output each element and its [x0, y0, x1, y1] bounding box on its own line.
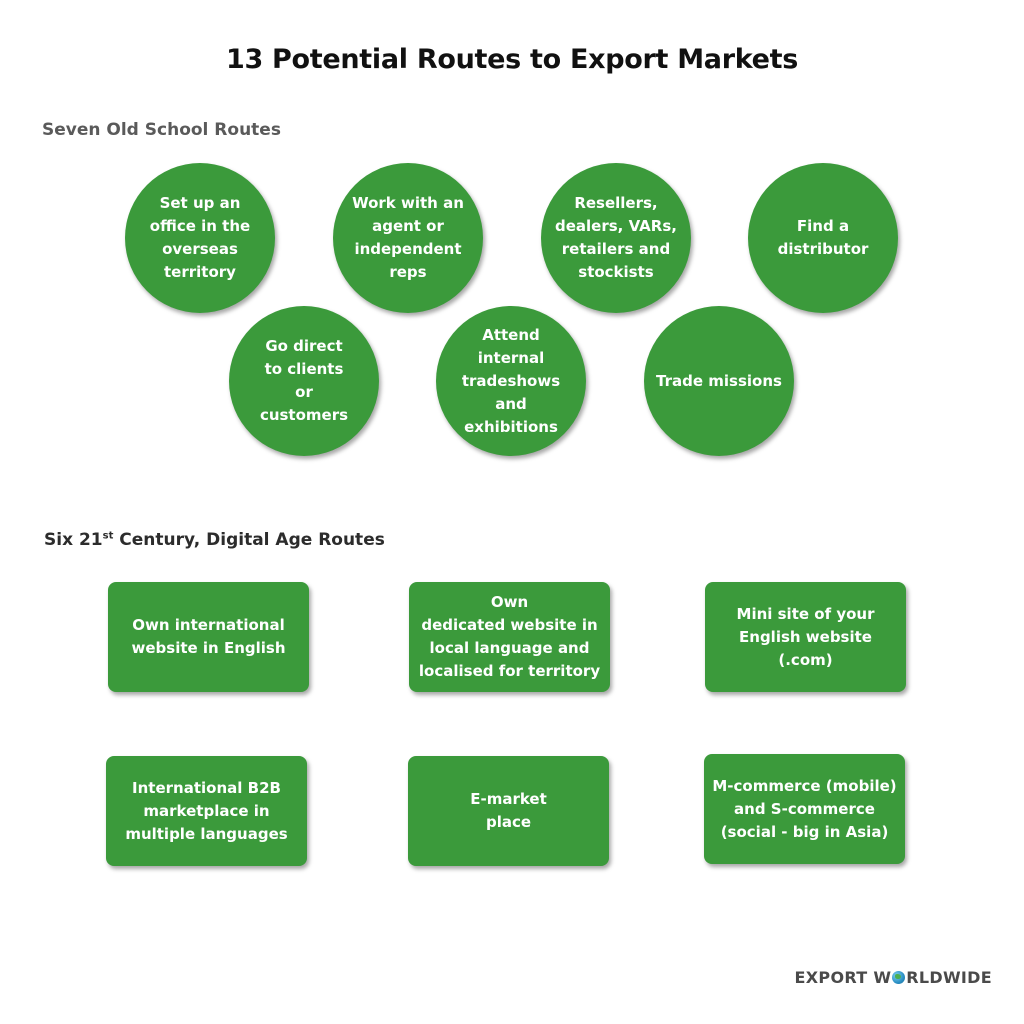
route-label: International B2B marketplace in multipl…	[125, 778, 288, 843]
route-label: Work with an agent or independent reps	[352, 194, 464, 281]
route-circle-trade-missions: Trade missions	[644, 306, 794, 456]
route-label: Resellers, dealers, VARs, retailers and …	[555, 194, 677, 281]
route-box-b2b-marketplace: International B2B marketplace in multipl…	[106, 756, 307, 866]
route-label: Own international website in English	[131, 616, 286, 657]
digital-heading-prefix: Six 21	[44, 530, 103, 550]
route-circle-distributor: Find a distributor	[748, 163, 898, 313]
route-box-m-commerce: M-commerce (mobile) and S-commerce (soci…	[704, 754, 905, 864]
old-school-heading: Seven Old School Routes	[42, 120, 281, 140]
route-label: Set up an office in the overseas territo…	[149, 194, 251, 281]
digital-heading: Six 21st Century, Digital Age Routes	[44, 530, 385, 550]
route-label: E-market place	[470, 790, 547, 831]
route-circle-direct: Go direct to clients or customers	[229, 306, 379, 456]
route-circle-tradeshows: Attend internal tradeshows and exhibitio…	[436, 306, 586, 456]
brand-text-start: EXPORT W	[794, 968, 892, 987]
route-box-emarketplace: E-market place	[408, 756, 609, 866]
route-label: Attend internal tradeshows and exhibitio…	[461, 325, 561, 436]
route-label: Trade missions	[656, 371, 782, 390]
page-title: 13 Potential Routes to Export Markets	[225, 44, 799, 75]
globe-icon	[892, 971, 906, 984]
digital-heading-suffix: Century, Digital Age Routes	[113, 530, 385, 550]
brand-logo: EXPORT W RLDWIDE	[795, 968, 992, 987]
route-box-mini-site: Mini site of your English website (.com)	[705, 582, 906, 692]
route-label: Find a distributor	[777, 217, 869, 258]
route-label: Mini site of your English website (.com)	[736, 604, 875, 669]
route-box-local-website: Own dedicated website in local language …	[409, 582, 610, 692]
route-label: Own dedicated website in local language …	[418, 593, 601, 680]
brand-text-end: RLDWIDE	[906, 968, 992, 987]
route-circle-resellers: Resellers, dealers, VARs, retailers and …	[541, 163, 691, 313]
route-box-intl-website: Own international website in English	[108, 582, 309, 692]
route-label: Go direct to clients or customers	[259, 337, 349, 424]
digital-heading-sup: st	[102, 530, 114, 542]
route-circle-office: Set up an office in the overseas territo…	[125, 163, 275, 313]
route-label: M-commerce (mobile) and S-commerce (soci…	[712, 776, 897, 841]
route-circle-agent: Work with an agent or independent reps	[333, 163, 483, 313]
